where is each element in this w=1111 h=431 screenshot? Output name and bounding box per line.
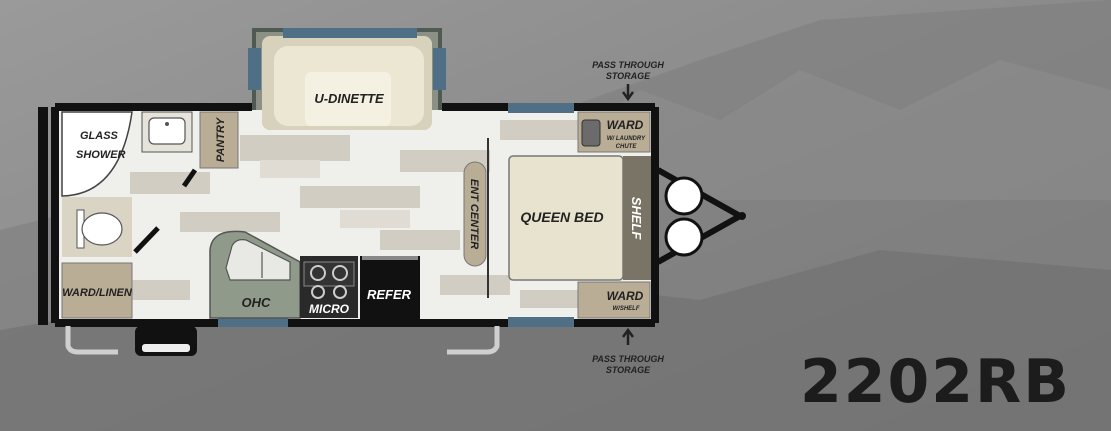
- rear-wall: [38, 107, 48, 325]
- micro-label: MICRO: [309, 302, 350, 316]
- window-bottom-right: [508, 317, 574, 327]
- model-number: 2202RB: [800, 347, 1071, 417]
- propane-tank-2: [664, 217, 704, 257]
- ward-top-label: WARD: [607, 118, 644, 132]
- ward-bottom-label: WARD: [607, 289, 644, 303]
- refer-label: REFER: [367, 287, 412, 302]
- toilet-bowl: [81, 212, 123, 246]
- pass-through-top-1: PASS THROUGH: [592, 60, 664, 70]
- shelf: [623, 156, 651, 280]
- pantry: [199, 111, 239, 169]
- dinette-window: [283, 28, 417, 38]
- window-top-right: [508, 103, 574, 113]
- ward-linen-label: WARD/LINEN: [62, 287, 133, 299]
- ohc-label: OHC: [242, 295, 272, 310]
- pass-through-bottom-arrow: [621, 327, 635, 345]
- pass-through-bottom-2: STORAGE: [606, 365, 651, 375]
- ent-center: [463, 161, 487, 267]
- front-wheel-well: [447, 326, 500, 355]
- propane-tank-1: [664, 176, 704, 216]
- hitch: [656, 167, 747, 265]
- pass-through-bottom-1: PASS THROUGH: [592, 354, 664, 364]
- kitchen-sink: [225, 239, 291, 281]
- pass-through-top-arrow: [621, 84, 635, 102]
- u-dinette-label: U-DINETTE: [314, 91, 384, 106]
- ward-bottom-sub: W/SHELF: [613, 306, 640, 312]
- glass-shower-label-2: SHOWER: [76, 149, 126, 161]
- pantry-label: PANTRY: [215, 116, 227, 162]
- shelf-label: SHELF: [629, 197, 644, 241]
- bath-sink: [148, 117, 186, 145]
- glass-shower: [61, 111, 133, 197]
- refrigerator: [360, 256, 420, 320]
- ward-top-sub-2: CHUTE: [616, 144, 638, 150]
- floor-planks: [100, 120, 580, 308]
- washer: [581, 119, 601, 147]
- ward-linen: [61, 262, 133, 319]
- ward-top-sub-1: W/ LAUNDRY: [607, 136, 646, 142]
- window-bottom-left: [218, 317, 288, 327]
- ward-bottom: [577, 281, 651, 319]
- pass-through-top-2: STORAGE: [606, 71, 651, 81]
- glass-shower-label: GLASS: [80, 130, 119, 142]
- rear-wheel-well: [65, 326, 118, 355]
- queen-bed-label: QUEEN BED: [520, 209, 603, 225]
- ent-center-label: ENT CENTER: [468, 179, 480, 249]
